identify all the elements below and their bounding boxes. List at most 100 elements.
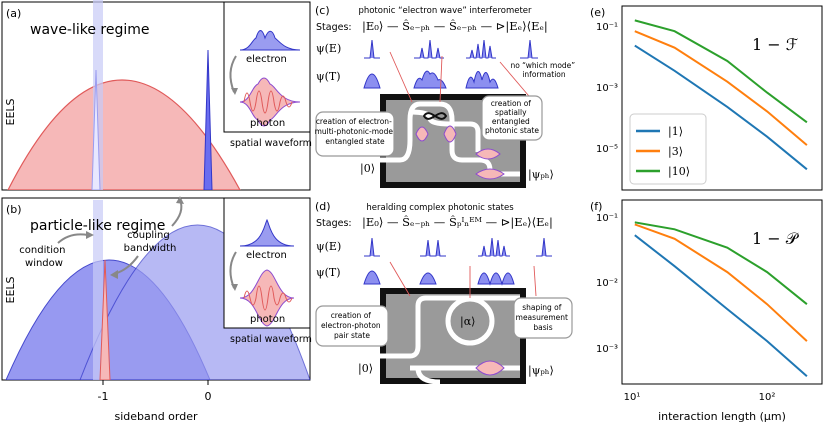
- f-lines-series-1: [634, 234, 808, 378]
- inset-a-photon-label: photon: [250, 118, 285, 129]
- panel-f-xlabel: interaction length (μm): [658, 410, 786, 423]
- panel-d-stage-sequence: |E₀⟩ — Ŝₑ₋ₚₕ — Ŝₚᴵₙᴱᴹ — ⊳|Eₑ⟩⟨Eₑ|: [362, 215, 553, 230]
- panel-a-letter: (a): [6, 7, 21, 20]
- c-pulse-1: [415, 126, 429, 142]
- xtick-label-0: 0: [205, 390, 212, 403]
- panel-d-ket0: |0⟩: [358, 362, 373, 376]
- panel-f-xtick-100: 10²: [759, 392, 776, 403]
- panel-e-label: 1 − ℱ: [752, 35, 799, 54]
- panel-e-lines: [634, 19, 808, 171]
- e-lines-series-1: [634, 44, 808, 171]
- wave-eels-pink-envelope: [7, 79, 241, 190]
- d-pulse: [475, 360, 505, 376]
- panel-b-letter: (b): [6, 203, 22, 216]
- panel-e-frame: [621, 5, 823, 191]
- legend-label-10: |10⟩: [668, 165, 690, 179]
- sideband-order-xlabel: sideband order: [114, 410, 198, 423]
- inset-a-electron-label: electron: [246, 54, 287, 65]
- c-psiT-stage0: [363, 73, 381, 89]
- e-lines-series-3: [634, 19, 808, 124]
- c-psiE-stage1: [414, 39, 444, 59]
- panel-f: (f) 1 − 𝒫 10⁻¹ 10⁻² 10⁻³ 10¹ 10² interac…: [590, 199, 823, 423]
- inset-b-electron-wave: [239, 218, 295, 247]
- eels-ylabel-top: EELS: [4, 98, 17, 125]
- e-lines-series-2: [634, 30, 808, 146]
- panel-d-psiT-label: ψ(T): [316, 266, 341, 279]
- c-electron-beam-red: [389, 51, 535, 103]
- c-psiT-stage2: [465, 71, 499, 89]
- panel-e-ytick-1: 10⁻¹: [596, 22, 618, 33]
- callout-shaping-box: [513, 297, 573, 339]
- eels-ylabel-bottom: EELS: [4, 276, 17, 303]
- inset-b-caption: spatial waveform: [230, 334, 312, 345]
- d-psiT-stage0: [363, 270, 381, 285]
- inset-b-photon-label: photon: [250, 314, 285, 325]
- panel-d-psiE-label: ψ(E): [316, 240, 341, 253]
- panel-f-ytick-1: 10⁻¹: [596, 213, 618, 224]
- panel-f-letter: (f): [590, 200, 602, 213]
- panel-c-title: photonic “electron wave” interferometer: [358, 6, 532, 16]
- condition-window-arrow: [57, 233, 89, 244]
- panel-f-lines: [634, 221, 808, 378]
- inset-a-arrowhead: [231, 88, 238, 95]
- panel-c-ketph: |ψₚₕ⟩: [528, 168, 554, 182]
- c-psiE-stage2: [466, 39, 496, 59]
- panel-f-frame: [621, 199, 823, 385]
- coupling-bandwidth-arrowhead-up: [176, 196, 184, 204]
- d-electron-beam-red: [389, 261, 537, 298]
- d-psiT-stage1: [419, 272, 437, 285]
- panel-f-ytick-3: 10⁻³: [596, 344, 618, 355]
- panel-c-stages-label: Stages:: [316, 22, 352, 33]
- coupling-bandwidth-arrow-up: [171, 199, 183, 227]
- callout-spatial-text: creation of spatially entangled photonic…: [485, 99, 539, 135]
- panel-c-letter: (c): [315, 4, 330, 17]
- legend-label-1: |1⟩: [668, 125, 683, 139]
- c-psiE-stage3: [520, 39, 538, 59]
- f-lines-series-3: [634, 221, 808, 305]
- inset-a-caption: spatial waveform: [230, 138, 312, 149]
- no-which-mode-label: no “which mode” information: [510, 61, 577, 79]
- legend-label-3: |3⟩: [668, 145, 683, 159]
- panel-d-title: heralding complex photonic states: [366, 203, 514, 213]
- c-pulse-4: [475, 168, 505, 180]
- panel-e-ytick-5: 10⁻⁵: [596, 144, 618, 155]
- inset-a-photon-osc: [243, 90, 293, 114]
- d-psiE-stage3: [536, 237, 552, 257]
- panel-d-stages-label: Stages:: [316, 218, 352, 229]
- xtick-label-minus1: -1: [98, 390, 109, 403]
- device-c-waveguide: [372, 101, 520, 177]
- callout-spatial-box: [481, 95, 543, 141]
- callout-multi-mode-text: creation of electron- multi-photonic-mod…: [315, 117, 396, 146]
- coupling-bandwidth-arrowhead-down: [110, 270, 118, 279]
- inset-b-arrowhead: [231, 284, 238, 291]
- particle-eels-narrow-peak: [99, 259, 111, 380]
- panel-b-regime-title: particle-like regime: [30, 218, 165, 234]
- d-psiE-stage2: [478, 237, 510, 257]
- panel-f-xtick-10: 10¹: [624, 392, 641, 403]
- d-psiE-stage1: [420, 239, 446, 257]
- callout-shaping-text: shaping of measurement basis: [516, 303, 571, 332]
- panel-d: (d) heralding complex photonic states St…: [315, 200, 573, 385]
- inset-a-photon-wave: [239, 77, 301, 127]
- panel-e-letter: (e): [590, 6, 605, 19]
- d-psiT-stage2: [477, 272, 515, 286]
- condition-window-arrowhead: [86, 231, 94, 239]
- c-pulse-2: [443, 125, 457, 143]
- infinity-symbol-c: [422, 112, 448, 120]
- d-psiE-stage0: [364, 237, 380, 257]
- callout-pair-text: creation of electron-photon pair state: [321, 311, 383, 340]
- panel-e-ytick-3: 10⁻³: [596, 83, 618, 94]
- c-pulse-3: [475, 148, 501, 160]
- inset-b-electron-label: electron: [246, 250, 287, 261]
- inset-b-photon-wave: [239, 269, 295, 327]
- panel-c-psiT-label: ψ(T): [316, 70, 341, 83]
- panel-c-stage-sequence: |E₀⟩ — Ŝₑ₋ₚₕ — Ŝₑ₋ₚₕ — ⊳|Eₑ⟩⟨Eₑ|: [362, 19, 548, 34]
- zero-loss-peak-a: [203, 49, 213, 190]
- wave-eels-narrow-peak: [91, 69, 101, 190]
- condition-window-band-a: [93, 0, 103, 190]
- panel-b: (b) particle-like regime condition windo…: [1, 196, 312, 381]
- panel-f-label: 1 − 𝒫: [752, 229, 800, 248]
- ring-resonator-d: [445, 296, 495, 346]
- panel-c-ket0: |0⟩: [360, 162, 375, 176]
